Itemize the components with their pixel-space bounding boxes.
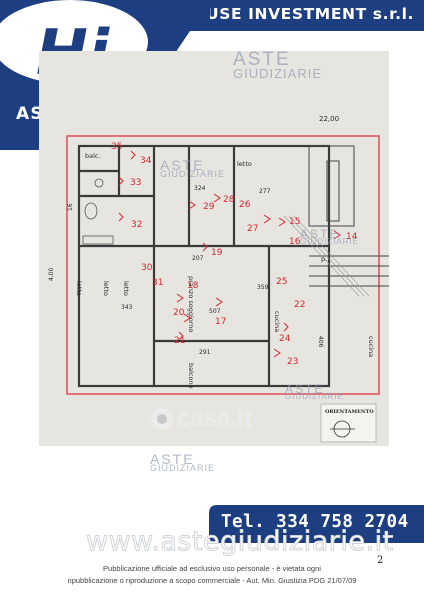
aste-watermark: ASTE GIUDIZIARIE	[233, 49, 323, 81]
company-name: HOUSE INVESTMENT s.r.l.	[178, 5, 414, 23]
aste-watermark: ASTE GIUDIZIARIE	[160, 157, 226, 179]
svg-text:31: 31	[152, 278, 163, 288]
svg-text:16: 16	[289, 237, 301, 247]
svg-text:25: 25	[276, 277, 287, 287]
svg-text:21: 21	[174, 336, 185, 346]
page-number: 2	[377, 555, 384, 566]
room-label: balc.	[85, 152, 101, 160]
measurement: 359	[257, 284, 269, 291]
phone-number[interactable]: Tel. 334 758 2704	[221, 512, 409, 532]
room-label: cucina	[273, 311, 281, 332]
svg-text:19: 19	[211, 248, 223, 258]
measurement: 406	[317, 336, 324, 348]
orientation-label: ORIENTAMENTO	[325, 409, 374, 415]
casa-watermark: casa.it	[151, 405, 252, 433]
aste-watermark: ASTE GIUDIZIARIE	[285, 382, 345, 401]
measurement: 4,00	[48, 267, 55, 281]
property-border	[66, 135, 380, 395]
measurement: 16	[67, 203, 74, 211]
measurement: 343	[121, 304, 133, 311]
svg-text:28: 28	[223, 195, 235, 205]
room-label: p.	[321, 255, 327, 263]
svg-text:18: 18	[187, 281, 199, 291]
overall-dimension: 22,00	[319, 115, 339, 123]
measurement: 207	[192, 255, 204, 262]
svg-text:32: 32	[131, 220, 142, 230]
svg-text:17: 17	[215, 317, 226, 327]
aste-watermark: ASTE GIUDIZIARIE	[150, 451, 216, 473]
photo-markers: 35 34 33 32 31 30 29 28 27 26 25 24 23 2…	[111, 142, 358, 367]
phone-banner	[209, 505, 424, 543]
svg-text:35: 35	[111, 142, 122, 152]
svg-text:26: 26	[239, 200, 251, 210]
svg-text:29: 29	[203, 202, 215, 212]
site-watermark: www.astegiudiziarie.it	[86, 526, 394, 558]
room-label: pranzo soggiorno	[187, 276, 195, 332]
room-label: letto	[75, 281, 83, 296]
measurement: 291	[199, 349, 211, 356]
measurement: 277	[259, 188, 271, 195]
svg-text:20: 20	[173, 308, 185, 318]
orientation-compass: ORIENTAMENTO	[320, 403, 377, 443]
svg-text:23: 23	[287, 357, 298, 367]
room-label: balcone	[187, 363, 195, 389]
svg-text:34: 34	[140, 156, 152, 166]
svg-text:27: 27	[247, 224, 258, 234]
svg-text:33: 33	[130, 178, 141, 188]
footer-line-1: Pubblicazione ufficiale ad esclusivo uso…	[103, 564, 321, 573]
aste-watermark: ASTE GIUDIZIARIE	[300, 227, 360, 246]
room-label: letto	[122, 281, 130, 296]
staircase	[308, 145, 389, 287]
floor-plan: balc. letto letto letto letto pranzo sog…	[39, 51, 389, 446]
measurement: 507	[209, 308, 221, 315]
room-label: letto	[102, 281, 110, 296]
room-label: cucina	[367, 336, 375, 357]
footer-line-2: ripubblicazione o riproduzione a scopo c…	[67, 576, 357, 585]
svg-text:22: 22	[294, 300, 305, 310]
svg-text:14: 14	[346, 232, 358, 242]
measurement: 324	[194, 185, 206, 192]
casa-pin-icon	[151, 408, 173, 430]
svg-text:15: 15	[289, 217, 300, 227]
room-label: letto	[237, 160, 252, 168]
svg-text:24: 24	[279, 334, 291, 344]
svg-text:30: 30	[141, 263, 153, 273]
